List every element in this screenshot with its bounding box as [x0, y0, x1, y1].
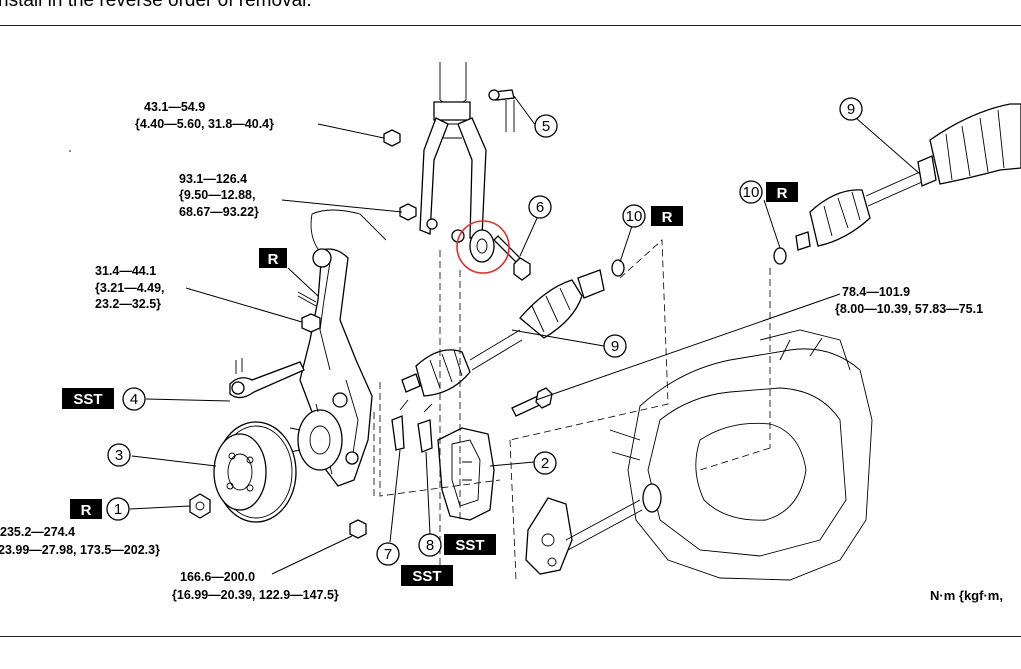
- badge-r-10-center: R: [651, 206, 683, 226]
- badge-text: SST: [455, 537, 484, 554]
- stray-dot: [69, 150, 71, 152]
- bottom-rule: [0, 636, 1021, 637]
- torque-value: 31.4—44.1: [95, 264, 156, 278]
- callout-4: 4: [122, 387, 146, 411]
- brake-disc: [189, 421, 297, 523]
- torque-value: 23.2—32.5}: [95, 297, 161, 311]
- badge-text: R: [81, 502, 92, 519]
- callout-3: 3: [107, 443, 131, 467]
- callout-5: 5: [534, 114, 558, 138]
- badge-r-1: R: [70, 499, 102, 519]
- callout-10-center: 10: [622, 204, 646, 228]
- torque-value: 78.4—101.9: [842, 285, 910, 299]
- badge-text: R: [662, 209, 673, 226]
- torque-value: {4.40—5.60, 31.8—40.4}: [135, 117, 274, 131]
- torque-label-4: 78.4—101.9 {8.00—10.39, 57.83—75.1: [835, 285, 983, 316]
- callout-number: 7: [384, 546, 392, 563]
- badge-r-10-right: R: [766, 182, 798, 202]
- top-rule: [0, 25, 1021, 26]
- callout-9-right: 9: [839, 97, 863, 121]
- badge-text: R: [268, 251, 279, 268]
- callout-number: 10: [626, 208, 643, 225]
- torque-label-2: 93.1—126.4 {9.50—12.88, 68.67—93.22}: [179, 172, 259, 219]
- instruction-text: nstall in the reverse order of removal.: [0, 0, 312, 11]
- badge-sst-8: SST: [444, 534, 496, 555]
- torque-value: 43.1—54.9: [144, 100, 205, 114]
- torque-label-3: 31.4—44.1 {3.21—4.49, 23.2—32.5}: [95, 264, 165, 311]
- torque-value: 68.67—93.22}: [179, 205, 259, 219]
- bushing-bolt-6: [456, 220, 531, 281]
- torque-label-5: 235.2—274.4 23.99—27.98, 173.5—202.3}: [0, 525, 160, 557]
- callout-7: 7: [376, 542, 400, 566]
- drive-shaft-center: [401, 259, 625, 397]
- badge-sst-7: SST: [401, 565, 453, 586]
- torque-label-1: 43.1—54.9 {4.40—5.60, 31.8—40.4}: [135, 100, 274, 131]
- callout-1: 1: [106, 497, 130, 521]
- callout-2: 2: [533, 451, 557, 475]
- callout-number: 6: [536, 199, 544, 216]
- strut-fork: [383, 62, 515, 243]
- callout-number: 2: [541, 455, 549, 472]
- callout-10-right: 10: [739, 180, 763, 204]
- badge-text: SST: [412, 568, 441, 585]
- transaxle: [525, 329, 873, 581]
- torque-value: 23.99—27.98, 173.5—202.3}: [0, 543, 160, 557]
- knuckle: [289, 209, 387, 539]
- torque-value: 166.6—200.0: [180, 570, 255, 584]
- callout-number: 4: [130, 391, 138, 408]
- unit-note: N·m {kgf·m,: [930, 588, 1003, 603]
- callout-number: 5: [542, 118, 550, 135]
- torque-value: {3.21—4.49,: [95, 281, 165, 295]
- callout-number: 1: [114, 501, 122, 518]
- highlight-circle: [456, 220, 510, 274]
- badge-r-top: R: [259, 248, 287, 268]
- badge-sst-4: SST: [62, 388, 114, 409]
- torque-label-6: 166.6—200.0 {16.99—20.39, 122.9—147.5}: [172, 570, 339, 602]
- torque-value: {8.00—10.39, 57.83—75.1: [835, 302, 983, 316]
- torque-value: {16.99—20.39, 122.9—147.5}: [172, 588, 339, 602]
- brake-caliper: [391, 399, 495, 521]
- callout-9-center: 9: [603, 334, 627, 358]
- callout-6: 6: [528, 195, 552, 219]
- dashed-guides: [373, 239, 771, 581]
- tie-rod-end: [229, 358, 305, 399]
- torque-value: 93.1—126.4: [179, 172, 247, 186]
- badge-text: SST: [73, 391, 102, 408]
- callout-number: 3: [115, 447, 123, 464]
- callout-number: 9: [847, 101, 855, 118]
- torque-value: {9.50—12.88,: [179, 188, 255, 202]
- badge-text: R: [777, 185, 788, 202]
- leader-lines: [129, 95, 921, 575]
- torque-value: 235.2—274.4: [0, 525, 75, 539]
- callout-number: 10: [743, 184, 760, 201]
- callout-number: 9: [611, 338, 619, 355]
- callout-number: 8: [426, 537, 434, 554]
- joint-bolt: [511, 387, 553, 417]
- drive-shaft-right: [773, 103, 1021, 265]
- callout-8: 8: [418, 533, 442, 557]
